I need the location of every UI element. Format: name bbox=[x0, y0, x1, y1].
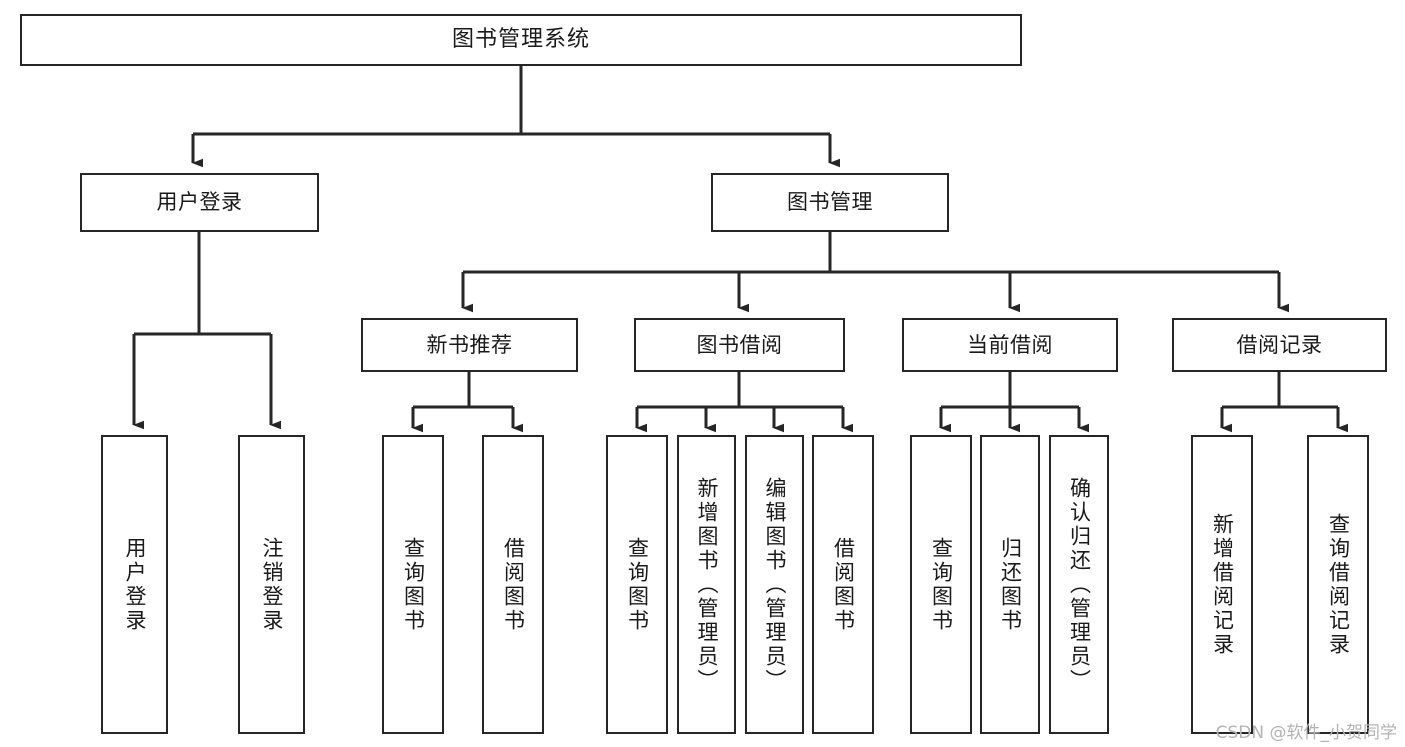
node-user-login[interactable]: 用户登录 bbox=[80, 173, 319, 232]
node-root-book-management-system[interactable]: 图书管理系统 bbox=[20, 14, 1022, 66]
leaf-query-book-recommend[interactable]: 查询图书 bbox=[382, 435, 444, 734]
leaf-add-book-admin[interactable]: 新增图书（管理员） bbox=[677, 435, 736, 734]
node-new-book-recommend[interactable]: 新书推荐 bbox=[361, 318, 578, 372]
node-label: 确认归还（管理员） bbox=[1067, 476, 1092, 693]
node-label: 新增图书（管理员） bbox=[695, 476, 719, 693]
leaf-confirm-return-admin[interactable]: 确认归还（管理员） bbox=[1049, 435, 1109, 734]
node-label: 用户登录 bbox=[123, 536, 147, 633]
node-borrow-record[interactable]: 借阅记录 bbox=[1172, 318, 1387, 372]
leaf-borrow-book-borrow[interactable]: 借阅图书 bbox=[812, 435, 874, 734]
leaf-logout-login[interactable]: 注销登录 bbox=[238, 435, 305, 734]
leaf-user-login[interactable]: 用户登录 bbox=[101, 435, 168, 734]
node-label: 借阅记录 bbox=[1236, 332, 1323, 357]
leaf-edit-book-admin[interactable]: 编辑图书（管理员） bbox=[745, 435, 804, 734]
node-label: 新书推荐 bbox=[426, 332, 513, 357]
node-label: 查询图书 bbox=[929, 536, 954, 633]
csdn-watermark: CSDN @软件_小贺同学 bbox=[1215, 723, 1397, 743]
node-label: 借阅图书 bbox=[831, 536, 856, 633]
node-label: 用户登录 bbox=[156, 190, 243, 215]
node-book-borrow[interactable]: 图书借阅 bbox=[634, 318, 845, 372]
leaf-add-borrow-record[interactable]: 新增借阅记录 bbox=[1191, 435, 1253, 734]
leaf-query-book-borrow[interactable]: 查询图书 bbox=[606, 435, 668, 734]
leaf-query-book-current[interactable]: 查询图书 bbox=[910, 435, 972, 734]
node-label: 查询图书 bbox=[401, 536, 426, 633]
leaf-return-book[interactable]: 归还图书 bbox=[980, 435, 1040, 734]
node-label: 借阅图书 bbox=[501, 536, 526, 633]
node-label: 当前借阅 bbox=[967, 332, 1053, 357]
node-current-borrow[interactable]: 当前借阅 bbox=[902, 318, 1118, 372]
node-label: 归还图书 bbox=[998, 536, 1023, 633]
node-book-management[interactable]: 图书管理 bbox=[711, 173, 949, 232]
node-label: 编辑图书（管理员） bbox=[763, 476, 787, 693]
node-label: 图书管理系统 bbox=[451, 27, 590, 53]
node-label: 图书借阅 bbox=[696, 332, 783, 357]
leaf-query-borrow-record[interactable]: 查询借阅记录 bbox=[1307, 435, 1369, 734]
node-label: 图书管理 bbox=[787, 190, 873, 215]
node-label: 查询图书 bbox=[625, 536, 650, 633]
leaf-borrow-book-recommend[interactable]: 借阅图书 bbox=[482, 435, 544, 734]
node-label: 新增借阅记录 bbox=[1210, 512, 1235, 657]
node-label: 注销登录 bbox=[260, 536, 284, 633]
node-label: 查询借阅记录 bbox=[1326, 512, 1351, 657]
